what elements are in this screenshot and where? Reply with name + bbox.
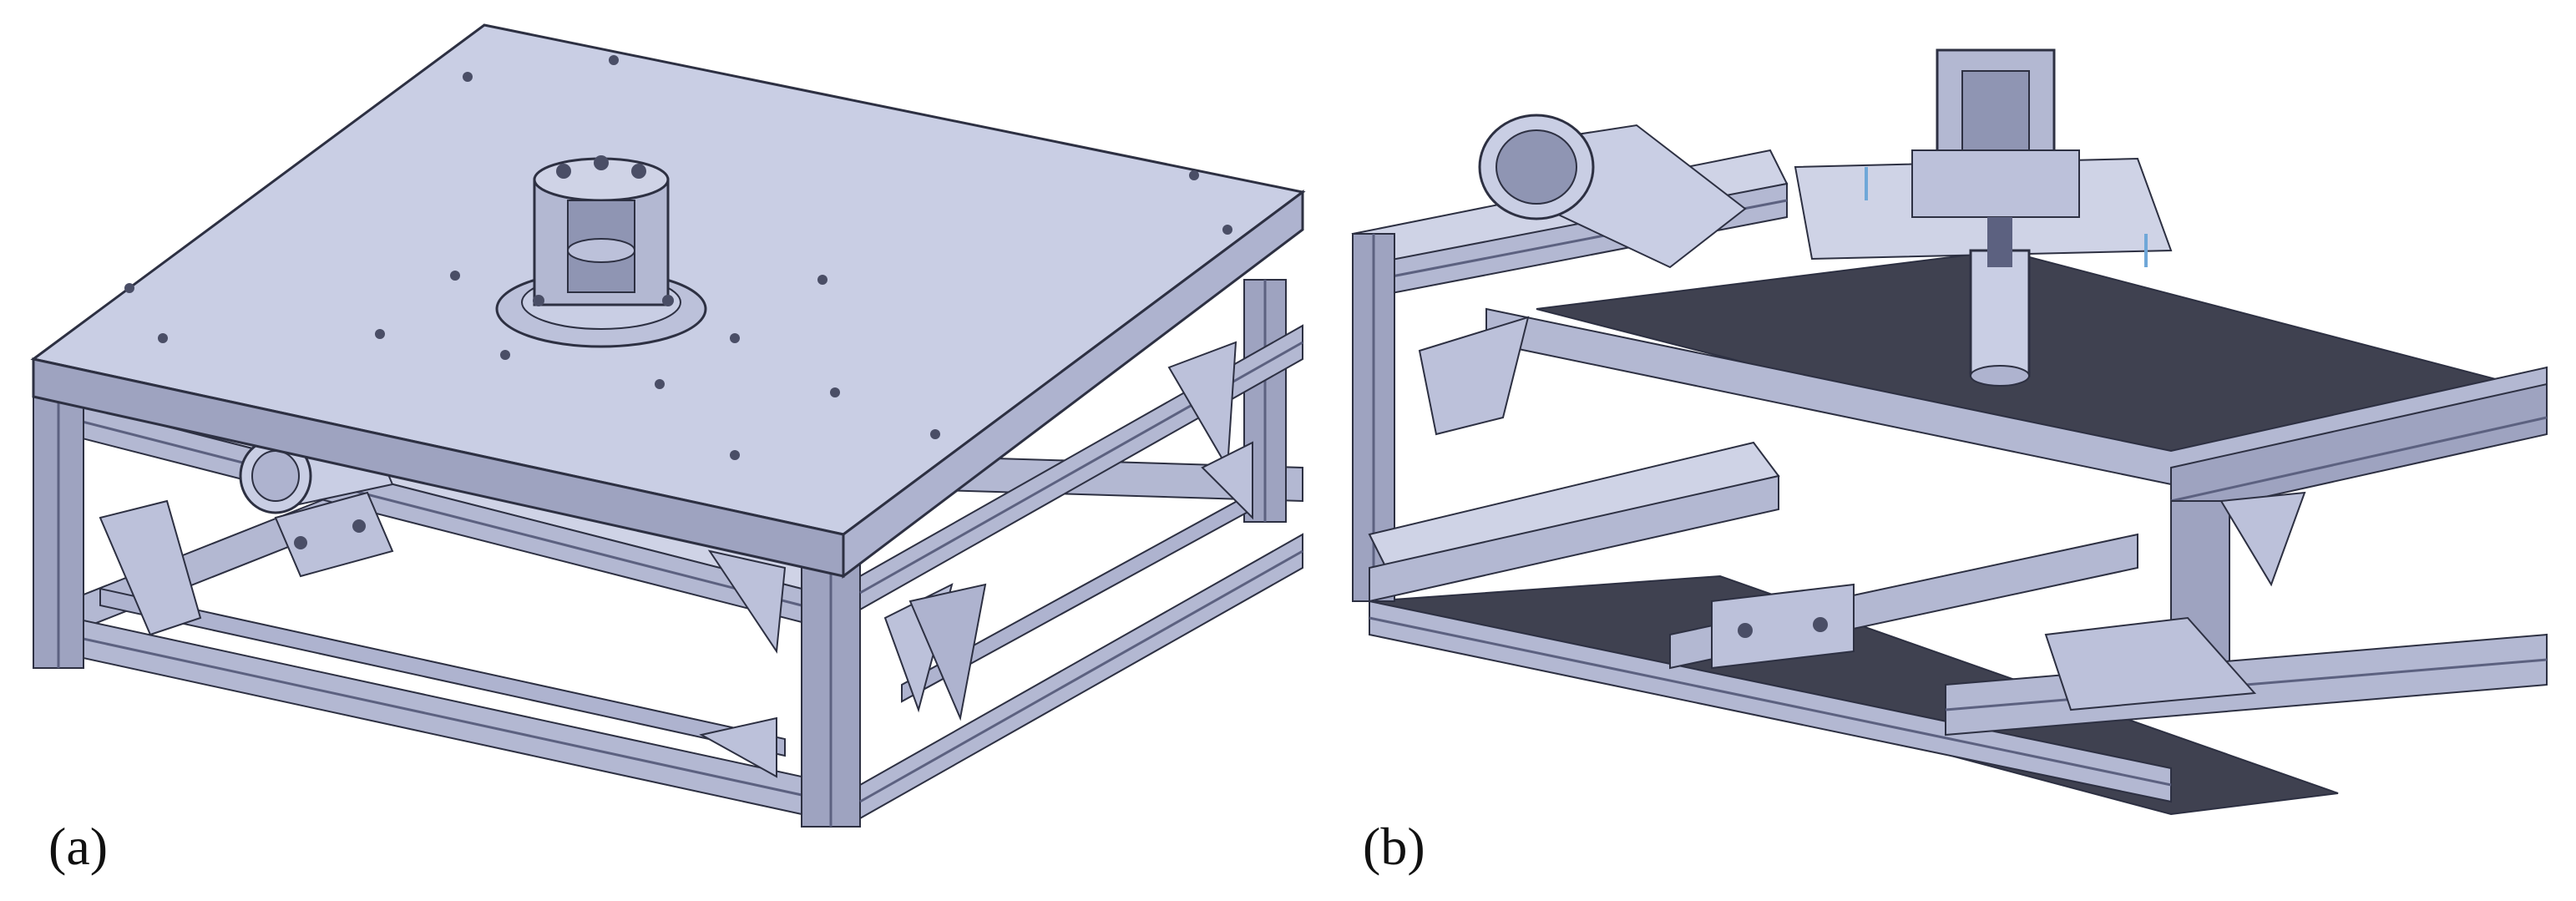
b-brackets <box>1418 316 2306 711</box>
central-coupling <box>495 155 707 348</box>
caption-panel-b: (b) <box>1363 817 1425 876</box>
horizontal-tube <box>1478 114 1747 269</box>
panel-a-assembly <box>30 23 1306 828</box>
corner-gussets <box>99 341 1253 778</box>
caption-panel-a: (a) <box>48 817 108 876</box>
plate-holes <box>124 55 1232 460</box>
panel-b-section-view <box>1351 48 2548 816</box>
sectioned-center-assembly <box>1794 48 2173 387</box>
